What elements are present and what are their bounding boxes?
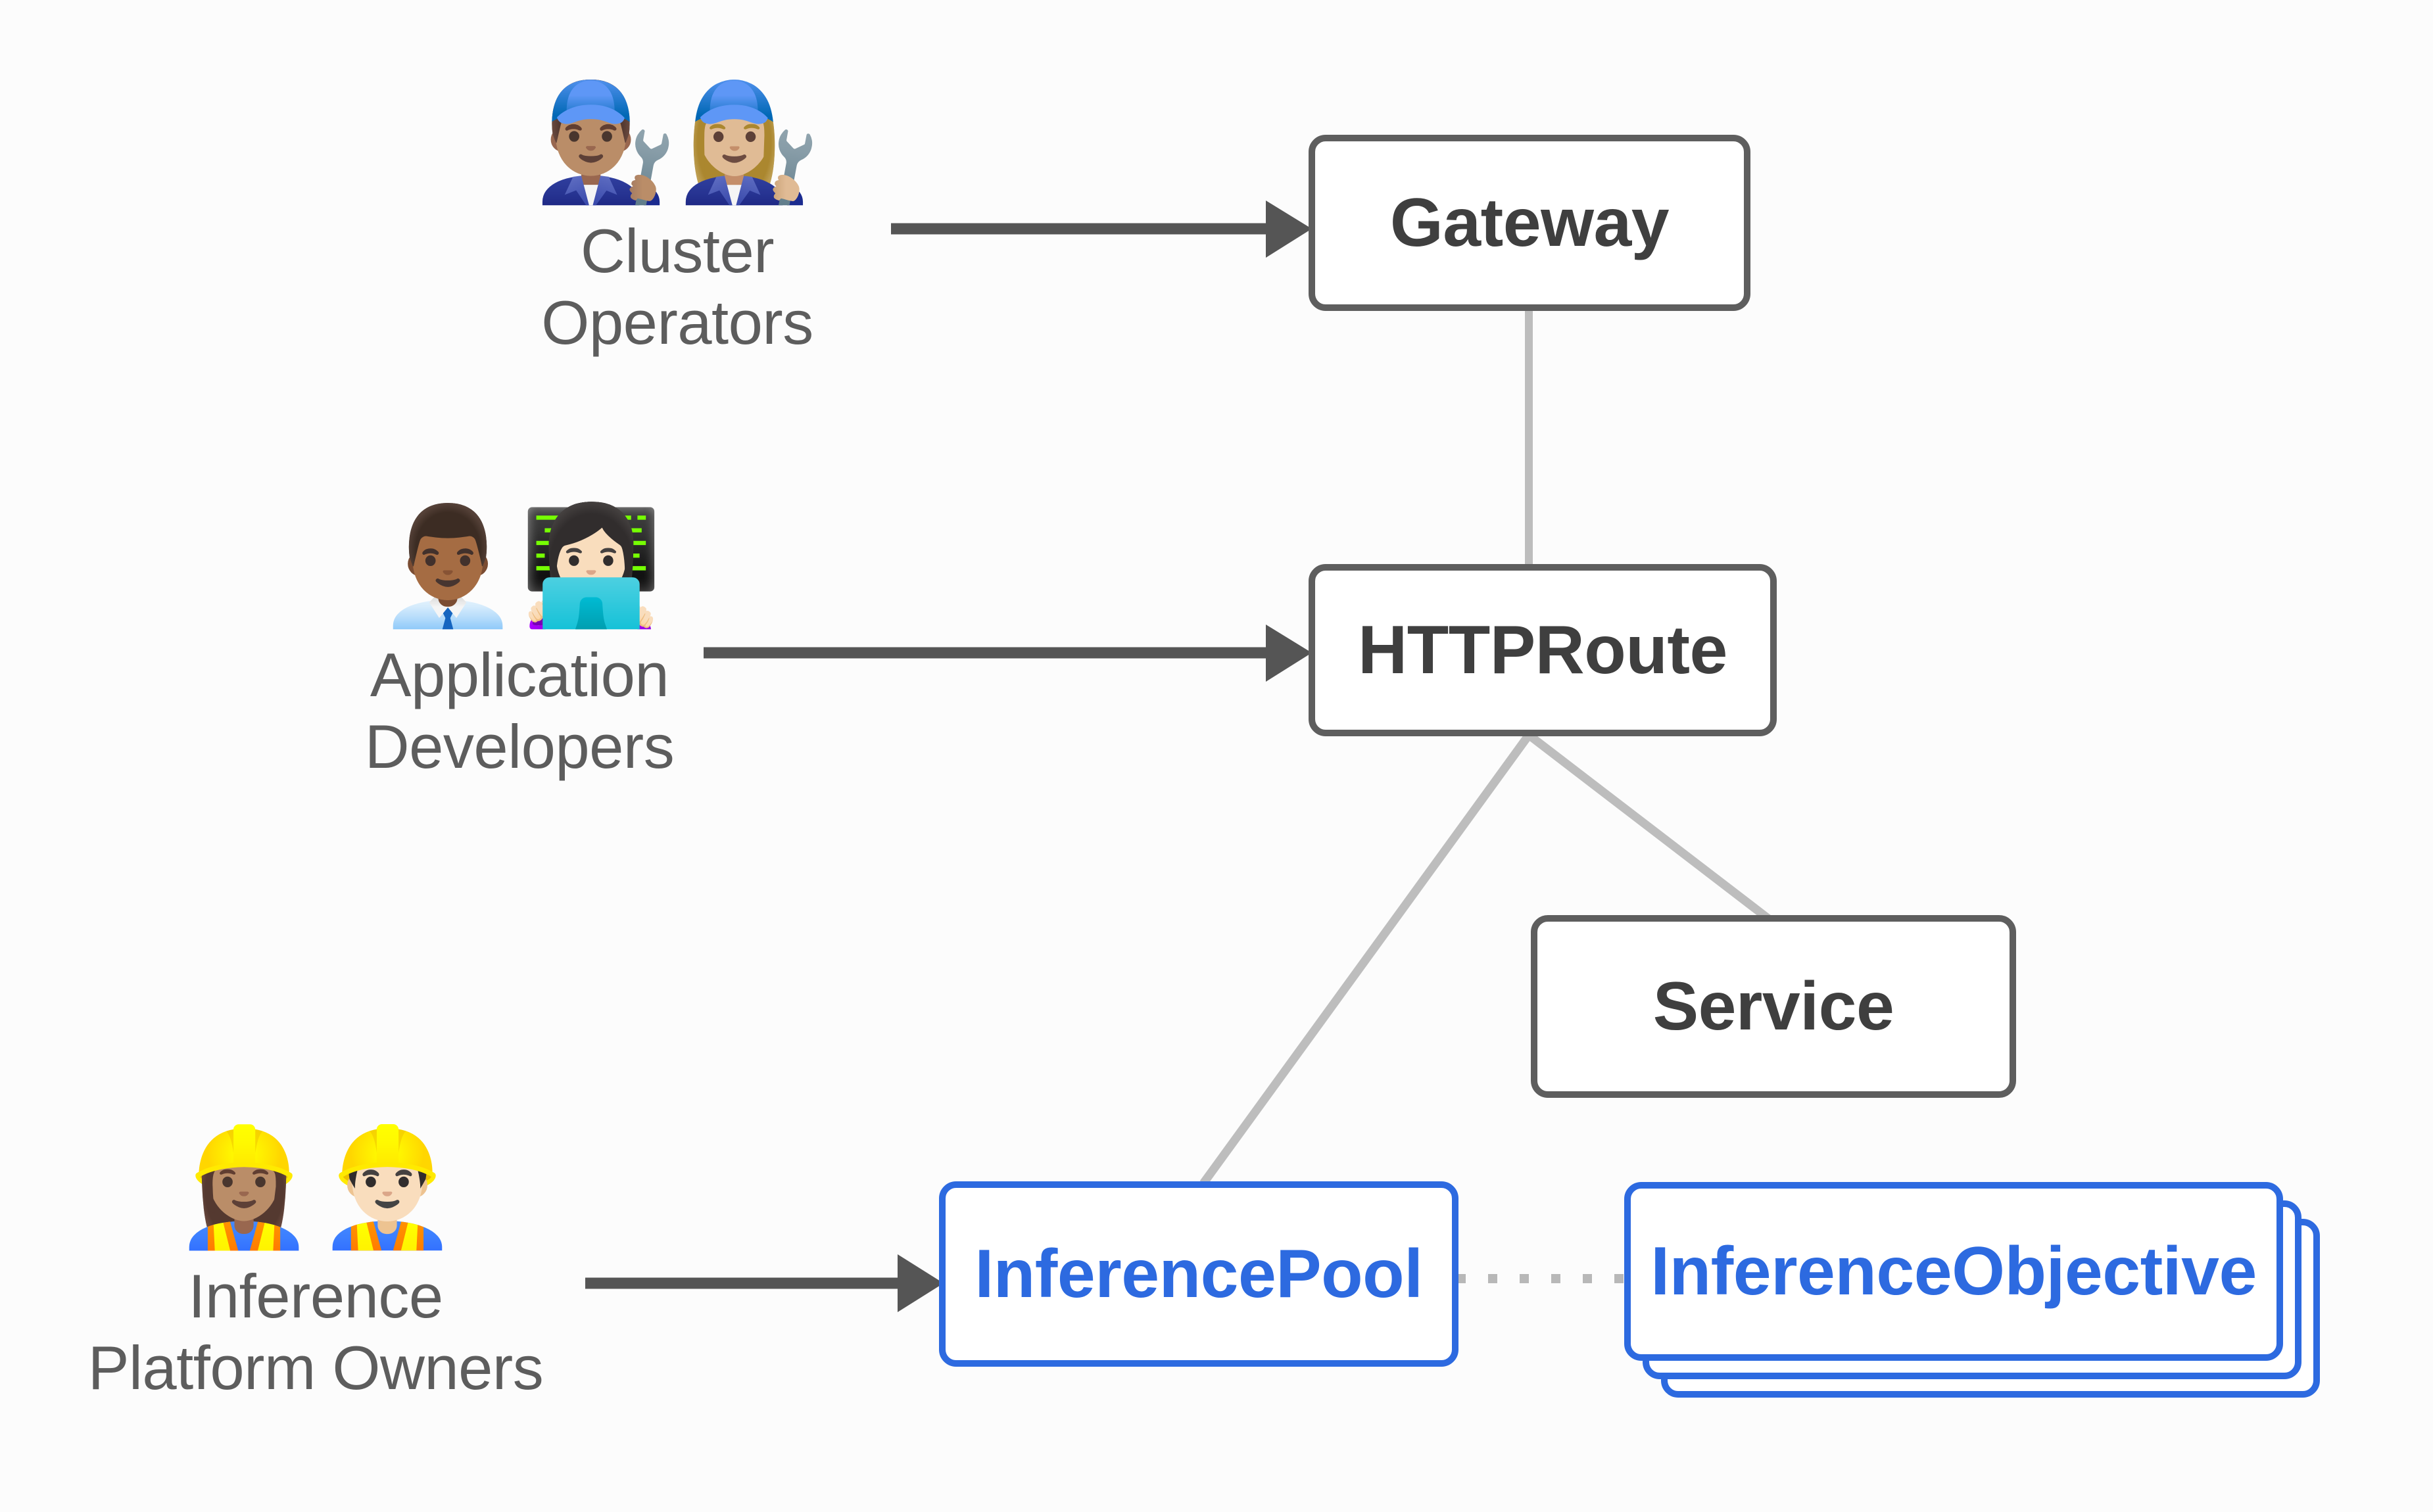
arrow-application-developers-to-httproute xyxy=(704,625,1312,682)
inference-platform-owners-avatars: 👷🏽‍♀️ 👷🏻‍♂️ xyxy=(172,1127,459,1248)
node-gateway-label: Gateway xyxy=(1389,184,1670,261)
man-construction-worker-icon: 👷🏻‍♂️ xyxy=(316,1123,459,1252)
woman-technologist-icon: 👩🏻‍💻 xyxy=(519,502,663,630)
cluster-operators-avatars: 👨🏽‍🔧 👩🏼‍🔧 xyxy=(534,82,821,203)
node-service[interactable]: Service xyxy=(1531,915,2016,1098)
woman-mechanic-icon: 👩🏼‍🔧 xyxy=(677,78,821,206)
inference-platform-owners-label: Inference Platform Owners xyxy=(87,1261,544,1402)
node-inference-objective-label: InferenceObjective xyxy=(1650,1233,2257,1310)
arrow-inference-platform-owners-to-inferencepool xyxy=(585,1254,944,1312)
node-service-label: Service xyxy=(1652,968,1894,1045)
man-office-worker-icon: 👨🏾‍💼 xyxy=(376,502,519,630)
node-gateway[interactable]: Gateway xyxy=(1309,135,1750,311)
persona-cluster-operators: 👨🏽‍🔧 👩🏼‍🔧 Cluster Operators xyxy=(506,82,848,358)
cluster-operators-label: Cluster Operators xyxy=(541,216,813,357)
node-inference-objective-stack[interactable]: InferenceObjective xyxy=(1624,1182,2334,1406)
persona-application-developers: 👨🏾‍💼 👩🏻‍💻 Application Developers xyxy=(316,506,723,782)
node-inference-pool[interactable]: InferencePool xyxy=(939,1181,1458,1367)
man-mechanic-icon: 👨🏽‍🔧 xyxy=(534,78,677,206)
edge-httproute-service xyxy=(1526,731,1771,923)
node-httproute[interactable]: HTTPRoute xyxy=(1309,564,1777,736)
node-inference-pool-label: InferencePool xyxy=(975,1235,1423,1312)
node-httproute-label: HTTPRoute xyxy=(1358,611,1727,688)
edge-httproute-inferencepool xyxy=(1199,732,1533,1186)
woman-construction-worker-icon: 👷🏽‍♀️ xyxy=(172,1123,316,1252)
edge-inferencepool-inferenceobjective-dotted xyxy=(1457,1274,1624,1283)
application-developers-label: Application Developers xyxy=(364,640,675,781)
persona-inference-platform-owners: 👷🏽‍♀️ 👷🏻‍♂️ Inference Platform Owners xyxy=(85,1127,546,1404)
arrow-cluster-operators-to-gateway xyxy=(891,201,1312,258)
application-developers-avatars: 👨🏾‍💼 👩🏻‍💻 xyxy=(376,506,663,627)
inference-objective-layer-front[interactable]: InferenceObjective xyxy=(1624,1182,2283,1361)
